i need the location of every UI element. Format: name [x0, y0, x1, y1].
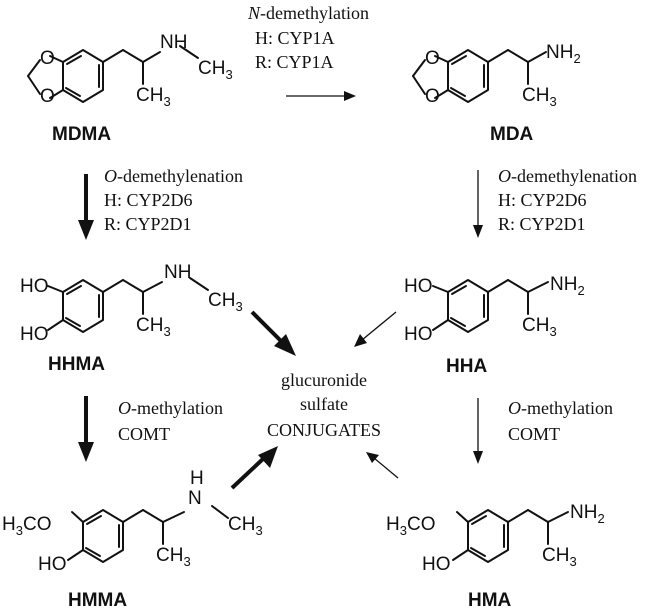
ho-label: HO: [20, 276, 49, 297]
svg-text:R: CYP1A: R: CYP1A: [255, 52, 334, 72]
svg-text:O: O: [40, 48, 55, 69]
ch3-label: CH3: [542, 545, 577, 569]
svg-text:COMT: COMT: [508, 424, 560, 444]
svg-text:R: CYP2D1: R: CYP2D1: [104, 214, 192, 234]
h-on-n-label: H: [190, 468, 204, 489]
svg-text:H: CYP2D6: H: CYP2D6: [498, 190, 587, 210]
h3co-label: H3CO: [2, 514, 51, 538]
mda-structure: O O NH2 CH3 MDA: [412, 42, 581, 145]
svg-text:H: CYP1A: H: CYP1A: [255, 28, 335, 48]
svg-text:O: O: [425, 86, 440, 107]
ch3-label: CH3: [208, 290, 243, 314]
ch3-label: CH3: [522, 315, 557, 339]
svg-text:CONJUGATES: CONJUGATES: [267, 420, 381, 440]
nh-label: N: [188, 488, 202, 509]
ch3-label: CH3: [198, 58, 233, 82]
svg-text:R: CYP2D1: R: CYP2D1: [498, 214, 586, 234]
svg-text:H: CYP2D6: H: CYP2D6: [104, 190, 193, 210]
svg-text:N-demethylation: N-demethylation: [247, 3, 369, 23]
svg-text:COMT: COMT: [118, 424, 170, 444]
ch3-label: CH3: [228, 514, 263, 538]
arrow-hha-to-hma: [473, 398, 483, 464]
svg-text:O-methylation: O-methylation: [508, 398, 613, 418]
ho-label: HO: [422, 554, 451, 575]
ho-label: HO: [404, 324, 433, 345]
arrow-hma-to-conjugates: [366, 452, 399, 479]
arrow-hhma-to-hmma: [78, 396, 94, 462]
svg-text:O-methylation: O-methylation: [118, 398, 223, 418]
svg-text:O: O: [425, 48, 440, 69]
nh2-label: NH2: [570, 502, 605, 526]
hhma-name: HHMA: [48, 354, 105, 375]
ch3-label: CH3: [136, 85, 171, 109]
o-demethylenation-left-label: O-demethylenation H: CYP2D6 R: CYP2D1: [104, 166, 243, 234]
nh-label: NH: [160, 32, 187, 53]
hmma-name: HMMA: [68, 590, 127, 611]
hha-name: HHA: [446, 356, 487, 377]
arrow-mdma-to-hhma: [78, 174, 94, 240]
ch3-label: CH3: [522, 85, 557, 109]
nh2-label: NH2: [546, 42, 581, 66]
h3co-label: H3CO: [386, 514, 435, 538]
mdma-structure: NH O O NH CH3 CH3 MDMA: [27, 32, 233, 145]
ho-label: HO: [38, 554, 67, 575]
svg-text:glucuronide: glucuronide: [281, 370, 367, 390]
o-demethylenation-right-label: O-demethylenation H: CYP2D6 R: CYP2D1: [498, 166, 637, 234]
nh-label: NH: [164, 262, 191, 283]
hma-structure: H3CO HO NH2 CH3 HMA: [386, 502, 605, 611]
ho-label: HO: [20, 324, 49, 345]
conjugates-label: glucuronide sulfate CONJUGATES: [267, 370, 381, 440]
svg-text:O-demethylenation: O-demethylenation: [104, 166, 243, 186]
hmma-structure: H3CO HO N H H CH3 CH3 HMMA: [2, 468, 263, 611]
svg-text:O-demethylenation: O-demethylenation: [498, 166, 637, 186]
ho-label: HO: [404, 276, 433, 297]
arrow-mdma-to-mda: [286, 91, 356, 101]
nh2-label: NH2: [550, 274, 585, 298]
arrow-mda-to-hha: [473, 170, 483, 238]
arrow-hmma-to-conjugates: [230, 446, 278, 490]
arrow-hhma-to-conjugates: [250, 310, 296, 356]
n-demethylation-label: N-demethylation H: CYP1A R: CYP1A: [247, 3, 369, 72]
mda-name: MDA: [490, 124, 534, 145]
arrow-hha-to-conjugates: [354, 311, 397, 347]
ch3-label: CH3: [136, 315, 171, 339]
ch3-label: CH3: [156, 545, 191, 569]
svg-text:sulfate: sulfate: [300, 394, 348, 414]
mdma-name: MDMA: [52, 124, 111, 145]
o-methylation-right-label: O-methylation COMT: [508, 398, 613, 444]
hma-name: HMA: [468, 590, 512, 611]
hhma-structure: HO HO NH CH3 CH3 HHMA: [20, 262, 243, 375]
hha-structure: HO HO NH2 CH3 HHA: [404, 274, 585, 377]
o-methylation-left-label: O-methylation COMT: [118, 398, 223, 444]
svg-text:O: O: [40, 86, 55, 107]
